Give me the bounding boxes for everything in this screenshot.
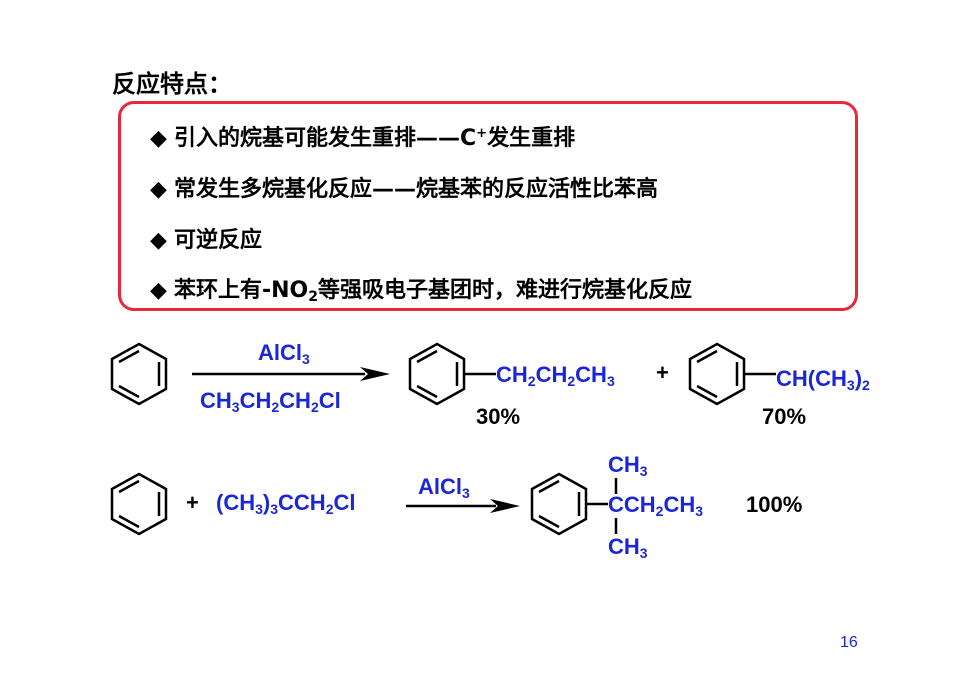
yield-tert-pentylbenzene: 100%: [746, 492, 803, 517]
methyl-group-bottom: CH3: [608, 534, 648, 561]
catalyst-label: AlCl3: [418, 474, 470, 501]
reaction-arrow-icon: [406, 499, 520, 513]
product-propylbenzene: CH2CH2CH3: [496, 362, 615, 389]
reaction-arrow-icon: [192, 367, 390, 381]
diamond-bullet-icon: ◆: [150, 228, 167, 253]
bullet-deactivating-groups: ◆苯环上有-NO2等强吸电子基团时，难进行烷基化反应: [150, 278, 693, 305]
yield-propylbenzene: 30%: [476, 404, 521, 429]
benzene-ring-icon: [110, 472, 168, 536]
reagent-neopentyl-chloride: (CH3)3CCH2Cl: [216, 490, 356, 517]
bond-line-bottom: [614, 518, 618, 534]
diamond-bullet-icon: ◆: [150, 177, 167, 202]
methyl-group-top: CH3: [608, 452, 648, 479]
diamond-bullet-icon: ◆: [150, 278, 167, 303]
benzene-ring-icon: [688, 342, 776, 406]
catalyst-label: AlCl3: [258, 340, 310, 367]
features-box: [118, 101, 858, 311]
plus-sign: +: [656, 360, 669, 385]
product-isopropylbenzene: CH(CH3)2: [776, 366, 870, 393]
page-number: 16: [840, 634, 858, 651]
plus-sign: +: [186, 490, 199, 515]
benzene-ring-icon: [110, 342, 168, 406]
benzene-ring-icon: [530, 472, 608, 536]
benzene-ring-icon: [408, 342, 496, 406]
bullet-rearrangement: ◆引入的烷基可能发生重排——C+发生重排: [150, 126, 576, 151]
diamond-bullet-icon: ◆: [150, 126, 167, 151]
yield-isopropylbenzene: 70%: [762, 404, 807, 429]
quaternary-carbon-chain: CCH2CH3: [608, 492, 704, 519]
reagent-1-chloropropane: CH3CH2CH2Cl: [200, 388, 341, 415]
bond-line-top: [614, 478, 618, 494]
bullet-reversible: ◆可逆反应: [150, 228, 263, 253]
bullet-polyalkylation: ◆常发生多烷基化反应——烷基苯的反应活性比苯高: [150, 177, 659, 202]
slide-title: 反应特点：: [112, 70, 232, 98]
